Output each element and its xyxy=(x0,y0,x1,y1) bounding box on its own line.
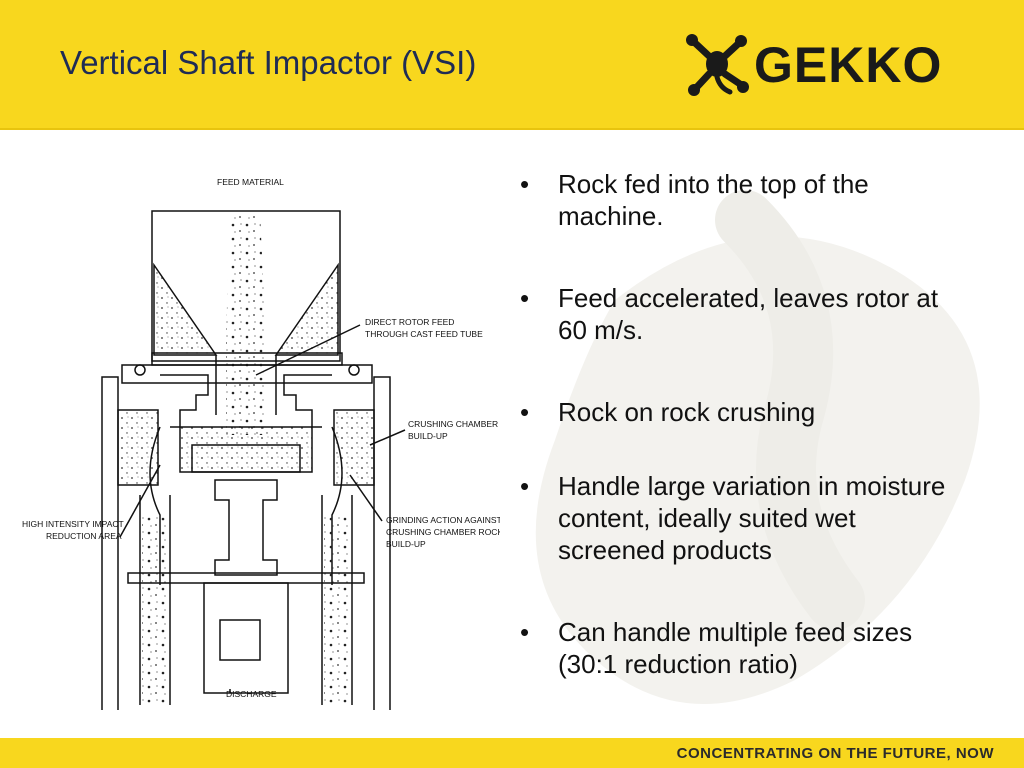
bullet-item: • Rock fed into the top of the machine. xyxy=(520,168,960,232)
label-direct-rotor-feed: DIRECT ROTOR FEED xyxy=(365,317,454,327)
label-grinding-action: GRINDING ACTION AGAINST xyxy=(386,515,500,525)
gecko-icon xyxy=(686,34,749,96)
bullet-item: • Feed accelerated, leaves rotor at 60 m/… xyxy=(520,282,960,346)
bullet-text: Handle large variation in moisture conte… xyxy=(558,471,946,565)
bullet-text: Can handle multiple feed sizes (30:1 red… xyxy=(558,617,913,679)
bullet-symbol: • xyxy=(520,169,530,199)
header-bar: Vertical Shaft Impactor (VSI) GEKKO xyxy=(0,0,1024,130)
label-reduction-area: REDUCTION AREA xyxy=(46,531,122,541)
label-grinding-rock: CRUSHING CHAMBER ROCK xyxy=(386,527,500,537)
footer-bar: CONCENTRATING ON THE FUTURE, NOW xyxy=(0,738,1024,768)
bullet-text: Rock fed into the top of the machine. xyxy=(558,169,869,231)
watermark-graphic xyxy=(535,190,980,704)
bullet-item: • Rock on rock crushing xyxy=(520,396,960,428)
label-cast-feed-tube: THROUGH CAST FEED TUBE xyxy=(365,329,483,339)
label-crushing-chamber: CRUSHING CHAMBER xyxy=(408,419,498,429)
bullet-text: Rock on rock crushing xyxy=(558,397,816,427)
label-discharge: DISCHARGE xyxy=(226,689,277,699)
footer-tagline: CONCENTRATING ON THE FUTURE, NOW xyxy=(676,745,994,762)
bullet-symbol: • xyxy=(520,617,530,647)
bullet-item: • Handle large variation in moisture cont… xyxy=(520,470,960,566)
label-high-intensity: HIGH INTENSITY IMPACT xyxy=(22,519,124,529)
label-crushing-buildup: BUILD-UP xyxy=(408,431,448,441)
gekko-logo: GEKKO xyxy=(684,32,994,96)
bullet-symbol: • xyxy=(520,397,530,427)
label-feed-material: FEED MATERIAL xyxy=(217,177,284,187)
bullet-text: Feed accelerated, leaves rotor at 60 m/s… xyxy=(558,283,939,345)
bullet-symbol: • xyxy=(520,471,530,501)
logo-text: GEKKO xyxy=(754,37,943,93)
bullet-symbol: • xyxy=(520,283,530,313)
label-grinding-buildup: BUILD-UP xyxy=(386,539,426,549)
bullet-list: • Rock fed into the top of the machine. •… xyxy=(520,168,960,730)
slide-title: Vertical Shaft Impactor (VSI) xyxy=(60,44,477,81)
vsi-diagram: FEED MATERIAL DIRECT ROTOR FEED THROUGH … xyxy=(22,177,500,710)
bullet-item: • Can handle multiple feed sizes (30:1 re… xyxy=(520,616,960,680)
